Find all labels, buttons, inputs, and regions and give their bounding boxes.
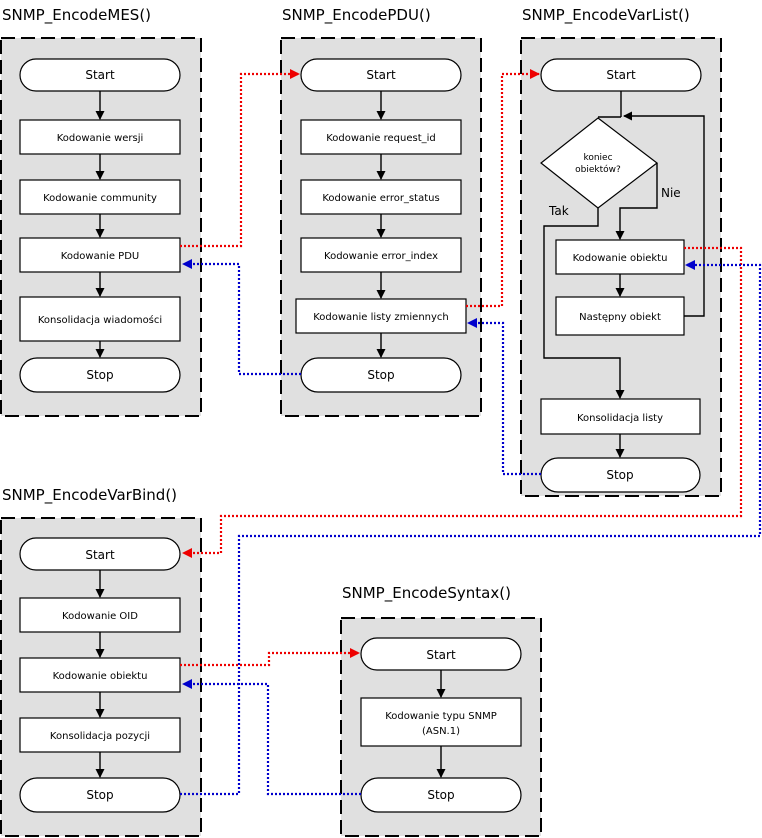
mes-step-2-label: Kodowanie community [43, 193, 157, 204]
panel-encode-varbind: SNMP_EncodeVarBind() Start Kodowanie OID… [0, 486, 202, 837]
pdu-step-4 [295, 298, 467, 334]
varbind-step-3-label: Konsolidacja pozycji [50, 731, 150, 742]
panel-encode-varlist: SNMP_EncodeVarList() Start koniec obiekt… [520, 6, 722, 497]
call-arrow-varlist-to-varbind [182, 246, 743, 558]
varlist-decision-yes-label: Tak [548, 204, 569, 218]
mes-title: SNMP_EncodeMES() [2, 6, 151, 25]
varlist-step-1 [555, 239, 685, 275]
varlist-step-1-label: Kodowanie obiektu [573, 253, 668, 264]
varbind-title: SNMP_EncodeVarBind() [2, 486, 177, 505]
syntax-step-1-label-line1: Kodowanie typu SNMP [385, 711, 497, 722]
pdu-step-4-label: Kodowanie listy zmiennych [313, 312, 449, 323]
pdu-step-1-label: Kodowanie request_id [326, 133, 436, 144]
varlist-start-label: Start [606, 68, 636, 82]
varlist-step-2-label: Następny obiekt [579, 312, 661, 323]
return-arrow-varlist-to-pdu [467, 318, 541, 476]
varbind-step-1-label: Kodowanie OID [62, 611, 138, 622]
varlist-step-3-label: Konsolidacja listy [577, 413, 663, 424]
pdu-step-2 [300, 179, 462, 215]
mes-step-1-label: Kodowanie wersji [57, 133, 144, 144]
varlist-decision-label-line2: obiektów? [575, 164, 621, 175]
pdu-step-1 [300, 119, 462, 155]
varlist-decision-label-line1: koniec [583, 153, 612, 163]
varbind-step-2 [19, 657, 181, 693]
varlist-decision-no-label: Nie [661, 186, 681, 200]
varbind-start-label: Start [85, 548, 115, 562]
call-arrow-varbind-to-syntax [180, 648, 360, 667]
mes-step-3 [19, 237, 181, 273]
varbind-step-1 [19, 597, 181, 633]
pdu-step-3-label: Kodowanie error_index [324, 251, 438, 262]
varbind-step-2-label: Kodowanie obiektu [53, 671, 148, 682]
varlist-step-2 [555, 296, 685, 336]
syntax-step-1-label-line2: (ASN.1) [422, 726, 460, 737]
pdu-start-label: Start [366, 68, 396, 82]
mes-step-4-label: Konsolidacja wiadomości [38, 314, 162, 326]
pdu-step-2-label: Kodowanie error_status [322, 193, 439, 204]
return-arrow-varbind-to-varlist [180, 260, 762, 796]
pdu-stop-label: Stop [367, 368, 394, 382]
panel-encode-mes: SNMP_EncodeMES() Start Kodowanie wersji … [0, 6, 202, 417]
varlist-stop-label: Stop [606, 468, 633, 482]
varbind-step-3 [19, 717, 181, 753]
syntax-step-1 [360, 697, 522, 747]
mes-start-label: Start [85, 68, 115, 82]
syntax-start-label: Start [426, 648, 456, 662]
pdu-title: SNMP_EncodePDU() [282, 6, 431, 25]
varlist-flow-no [615, 163, 658, 240]
varlist-flow-yes [543, 208, 625, 399]
varlist-title: SNMP_EncodeVarList() [522, 6, 690, 25]
varlist-flow-loop [623, 111, 705, 317]
panel-encode-pdu: SNMP_EncodePDU() Start Kodowanie request… [280, 6, 482, 417]
call-return-connectors [180, 69, 762, 796]
panel-encode-syntax: SNMP_EncodeSyntax() Start Kodowanie typu… [340, 584, 542, 837]
call-arrow-pdu-to-varlist [466, 69, 540, 308]
mes-step-2 [19, 179, 181, 215]
return-arrow-syntax-to-varbind [182, 679, 361, 796]
return-arrow-pdu-to-mes [182, 259, 301, 376]
mes-stop-label: Stop [86, 368, 113, 382]
varlist-step-3 [540, 398, 701, 435]
syntax-stop-label: Stop [427, 788, 454, 802]
varbind-stop-label: Stop [86, 788, 113, 802]
mes-step-4 [19, 296, 181, 342]
mes-stop-terminator [19, 357, 181, 393]
syntax-title: SNMP_EncodeSyntax() [342, 584, 511, 603]
call-arrow-mes-to-pdu [180, 69, 300, 248]
mes-step-3-label: Kodowanie PDU [61, 251, 139, 262]
